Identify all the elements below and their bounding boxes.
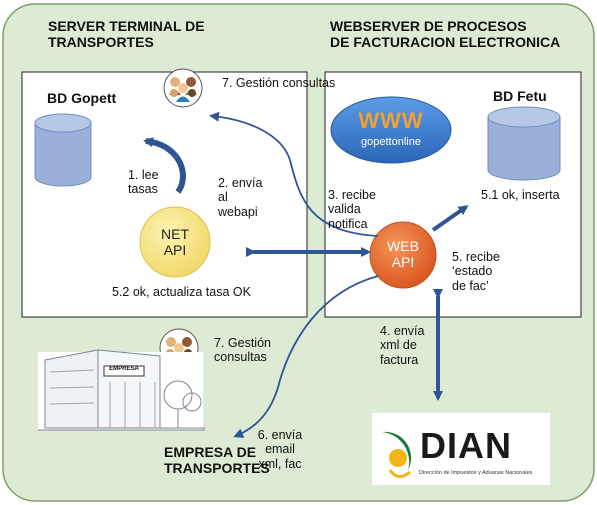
server-title-line: SERVER TERMINAL DE <box>48 18 205 34</box>
dian-subtitle: Dirección de Impuestos y Aduanas Naciona… <box>419 470 533 476</box>
step-5-line: de fac’ <box>452 278 489 293</box>
step-5-line: 5. recibe <box>452 250 500 264</box>
webserver-title-line: WEBSERVER DE PROCESOS <box>330 18 527 34</box>
step-5-line: ‘estado <box>452 264 493 279</box>
web-api-label: WEB API <box>370 238 436 270</box>
net-api-node <box>139 206 211 278</box>
arrow-notifica <box>209 111 379 237</box>
people-icon <box>163 68 203 108</box>
net-api-line: NET <box>161 226 189 242</box>
arrow-inserta <box>431 205 469 232</box>
step-5-1-label: 5.1 ok, inserta <box>481 188 560 202</box>
net-api-label: NET API <box>140 226 210 258</box>
net-api-line: API <box>163 242 187 259</box>
step-3-label: 3. recibe valida notifica <box>328 188 376 231</box>
step-6-line: email <box>265 442 295 457</box>
step-2-line: 2. envía <box>218 176 263 190</box>
step-4-line: xml de <box>380 338 417 353</box>
webserver-title-line: DE FACTURACION ELECTRONICA <box>330 34 561 51</box>
step-5-2-label: 5.2 ok, actualiza tasa OK <box>112 285 251 299</box>
empresa-section-title: EMPRESA DE TRANSPORTES <box>164 444 270 476</box>
bd-fetu-label: BD Fetu <box>493 88 547 104</box>
step-1-label: 1. lee tasas <box>128 168 159 197</box>
step-7-line: 7. Gestión <box>214 336 271 350</box>
bd-gopett-label: BD Gopett <box>47 90 117 106</box>
server-title-line: TRANSPORTES <box>48 34 154 51</box>
step-6-label: 6. envía email xml, fac <box>250 428 310 471</box>
step-4-label: 4. envía xml de factura <box>380 324 424 367</box>
step-1-line: 1. lee <box>128 168 159 182</box>
step-4-line: factura <box>380 352 419 367</box>
webserver-section-title: WEBSERVER DE PROCESOS DE FACTURACION ELE… <box>330 18 560 50</box>
arrow-lee-tasas <box>143 137 186 194</box>
database-icon <box>34 113 92 187</box>
step-4-line: 4. envía <box>380 324 425 338</box>
empresa-title-line: TRANSPORTES <box>164 460 270 477</box>
database-icon <box>487 106 561 181</box>
step-7-bottom-label: 7. Gestión consultas <box>214 336 271 365</box>
web-api-line: WEB <box>387 238 419 254</box>
www-sublabel: gopettonline <box>361 136 421 148</box>
step-3-line: 3. recibe <box>328 188 376 202</box>
step-2-line: al <box>218 190 228 205</box>
dian-logo <box>372 413 550 485</box>
step-2-line: webapi <box>218 204 258 219</box>
step-6-line: 6. envía <box>257 428 303 442</box>
step-5-label: 5. recibe ‘estado de fac’ <box>452 250 500 293</box>
dian-name: DIAN <box>420 425 512 466</box>
step-1-line: tasas <box>128 182 158 197</box>
www-label: WWW <box>358 108 424 133</box>
building-icon <box>38 349 205 431</box>
step-6-line: xml, fac <box>258 456 302 471</box>
empresa-sign: EMPRESA <box>109 366 139 372</box>
step-7-top-label: 7. Gestión consultas <box>222 76 336 90</box>
empresa-title-line: EMPRESA DE <box>164 444 257 460</box>
step-7-line: consultas <box>214 350 267 365</box>
step-3-line: notifica <box>328 216 368 231</box>
step-3-line: valida <box>328 202 361 217</box>
server-section-title: SERVER TERMINAL DE TRANSPORTES <box>48 18 205 50</box>
web-api-line: API <box>391 254 415 271</box>
arrow-envia-email <box>233 275 379 438</box>
server-box <box>21 71 308 318</box>
www-oval <box>330 96 452 164</box>
step-2-label: 2. envía al webapi <box>218 176 262 219</box>
